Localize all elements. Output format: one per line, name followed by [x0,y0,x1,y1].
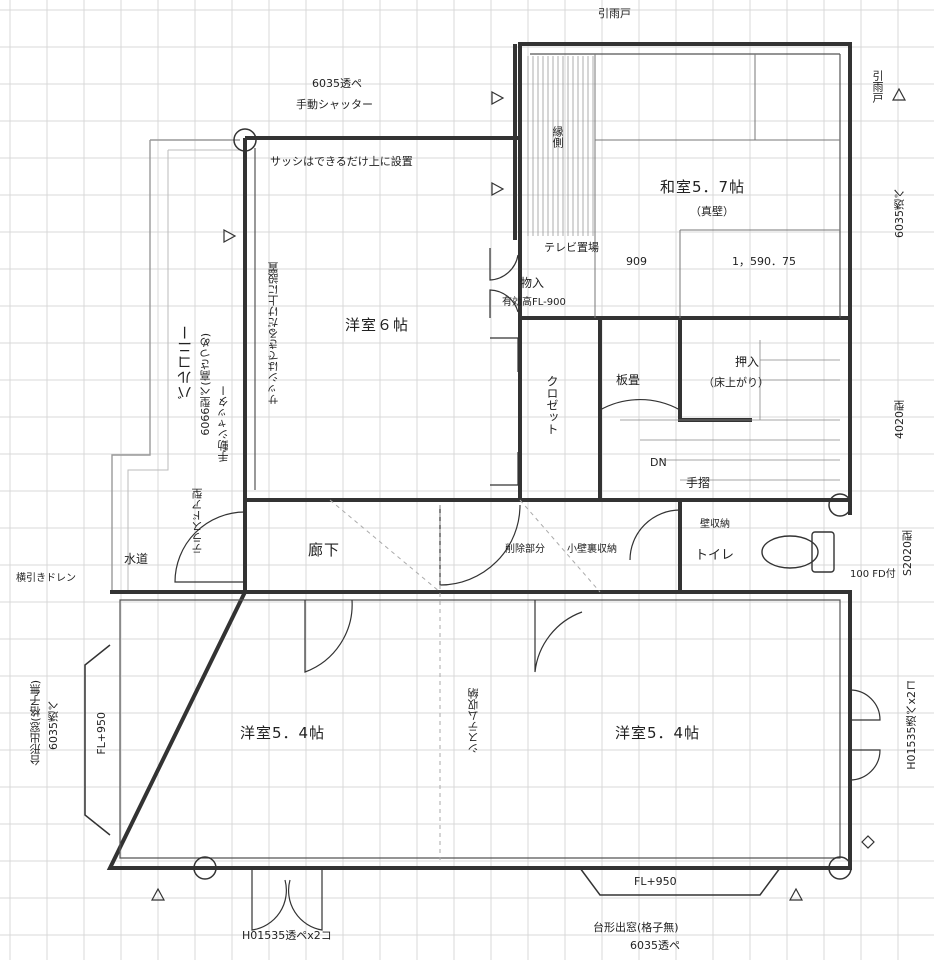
walls [106,42,852,870]
bottom-6035-note: 6035透ペ [630,939,680,952]
sash-top-note: サッシはできるだけ上に設置 [270,155,413,168]
system-shuno-note: システム収納 [467,688,480,754]
bottom-dashi-note: 台形出窓(格子無) [593,921,679,934]
wall-inner-lines [119,53,841,859]
engawa-label: 縁側 [551,126,564,148]
balcony-window-note: 6066型ペ(高さつめ) [199,333,212,436]
bay-windows [84,644,781,896]
toilet-label: トイレ [695,548,735,563]
right-6035-note: 6035透ペ [893,188,906,238]
dn-note: DN [650,456,667,469]
washitsu-label: 和室5．7帖 [660,178,746,196]
shutter-top-size: 6035透ペ [312,77,362,90]
left-6035-note: 6035透ペ [47,700,60,750]
oshiire-sub-label: （床上がり） [703,376,769,389]
columns [193,128,852,880]
left-fl-note: FL+950 [95,712,108,755]
itajiki-label: 板畳 [616,373,641,387]
terrace-door-note: テラスドア型 [191,488,204,554]
youshitsu6-label: 洋室６帖 [345,316,410,334]
closet-label: クロゼット [545,375,559,435]
monoire-label: 物入 [520,276,545,290]
kokabe-shuno-note: 小壁裏収納 [567,544,617,555]
kabe-shuno-note: 壁収納 [700,519,730,530]
balcony-shutter-note: 手動シャッター [217,385,230,462]
toilet-fixture [761,531,835,573]
tesuri-note: 手摺 [686,476,711,490]
shutter-top-label: 手動シャッター [296,98,373,111]
suido-note: 水道 [124,552,149,566]
bottom-fl-note: FL+950 [634,875,677,888]
sash-left-note: サッシはできるだけ上に設置 [267,262,280,405]
right-4020-note: 4020型 [893,400,906,439]
drain-note: 横引きドレン [16,573,76,584]
rouka-label: 廊下 [308,541,341,559]
storage-dashes [329,499,601,860]
right-s2020-note: S2020型 [901,530,914,576]
dim-909: 909 [626,255,647,268]
tatami-lines [594,54,840,318]
washitsu-sub-label: （真壁） [690,205,734,218]
tv-support-note: テレビ置場 [544,241,599,254]
engawa-hatch [527,56,594,236]
left-dashi-note: 台形出窓(格子無) [29,680,42,766]
stair-lines [620,340,840,481]
fd-note: 100 FD付 [850,569,896,580]
youshitsu54-left-label: 洋室5．4帖 [240,724,326,742]
monoire-note: 有効高FL-900 [502,297,566,308]
hikiamado-top: 引雨戸 [598,7,631,20]
balcony-label: バルコニー [176,325,194,400]
right-h01535-note: H01535透ペx2コ [905,680,918,770]
bottom-h01535-note: H01535透ペx2コ [242,929,332,942]
dim-1590: 1，590．75 [732,255,796,268]
shoubu-note: 削除部分 [505,544,545,555]
oshiire-label: 押入 [735,355,760,369]
youshitsu54-right-label: 洋室5．4帖 [615,724,701,742]
diamond-marker [861,835,875,849]
triangle-markers [150,87,907,901]
door-swings [174,248,881,931]
balcony-inner-outline [127,149,240,590]
hikiamado-right: 引雨戸 [871,70,884,103]
balcony-outline [111,139,240,590]
